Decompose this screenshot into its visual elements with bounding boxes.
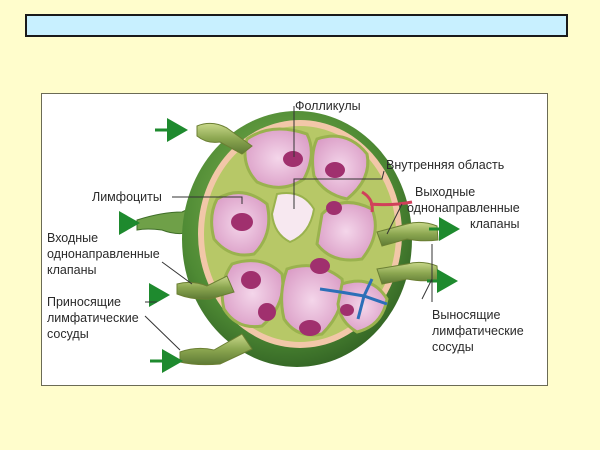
leader-lines	[144, 106, 433, 351]
label-efferent-valves-1: Выходные	[415, 185, 476, 199]
label-efferent-valves-3: клапаны	[470, 217, 520, 231]
lymph-node-diagram: Фолликулы Внутренняя область Лимфоциты В…	[41, 93, 548, 386]
label-efferent-vessels-3: сосуды	[432, 340, 474, 354]
lymph-node-illustration	[119, 106, 460, 373]
label-afferent-vessels-3: сосуды	[47, 327, 89, 341]
label-efferent-vessels-2: лимфатические	[432, 324, 524, 338]
label-lymphocytes: Лимфоциты	[92, 190, 162, 204]
label-afferent-vessels-1: Приносящие	[47, 295, 122, 309]
label-afferent-valves-1: Входные	[47, 231, 99, 245]
label-inner-region: Внутренняя область	[386, 158, 505, 172]
efferent-vessels	[376, 221, 439, 285]
vein	[319, 278, 388, 320]
label-afferent-valves-3: клапаны	[47, 263, 97, 277]
label-efferent-valves-2: однонаправленные	[407, 201, 520, 215]
follicle-nuclei	[231, 151, 354, 336]
title-bar	[25, 14, 568, 37]
label-efferent-vessels-1: Выносящие	[432, 308, 501, 322]
label-follicles: Фолликулы	[295, 99, 361, 113]
artery	[361, 190, 413, 213]
label-afferent-valves-2: однонаправленные	[47, 247, 160, 261]
afferent-vessels	[176, 122, 253, 366]
label-afferent-vessels-2: лимфатические	[47, 311, 139, 325]
